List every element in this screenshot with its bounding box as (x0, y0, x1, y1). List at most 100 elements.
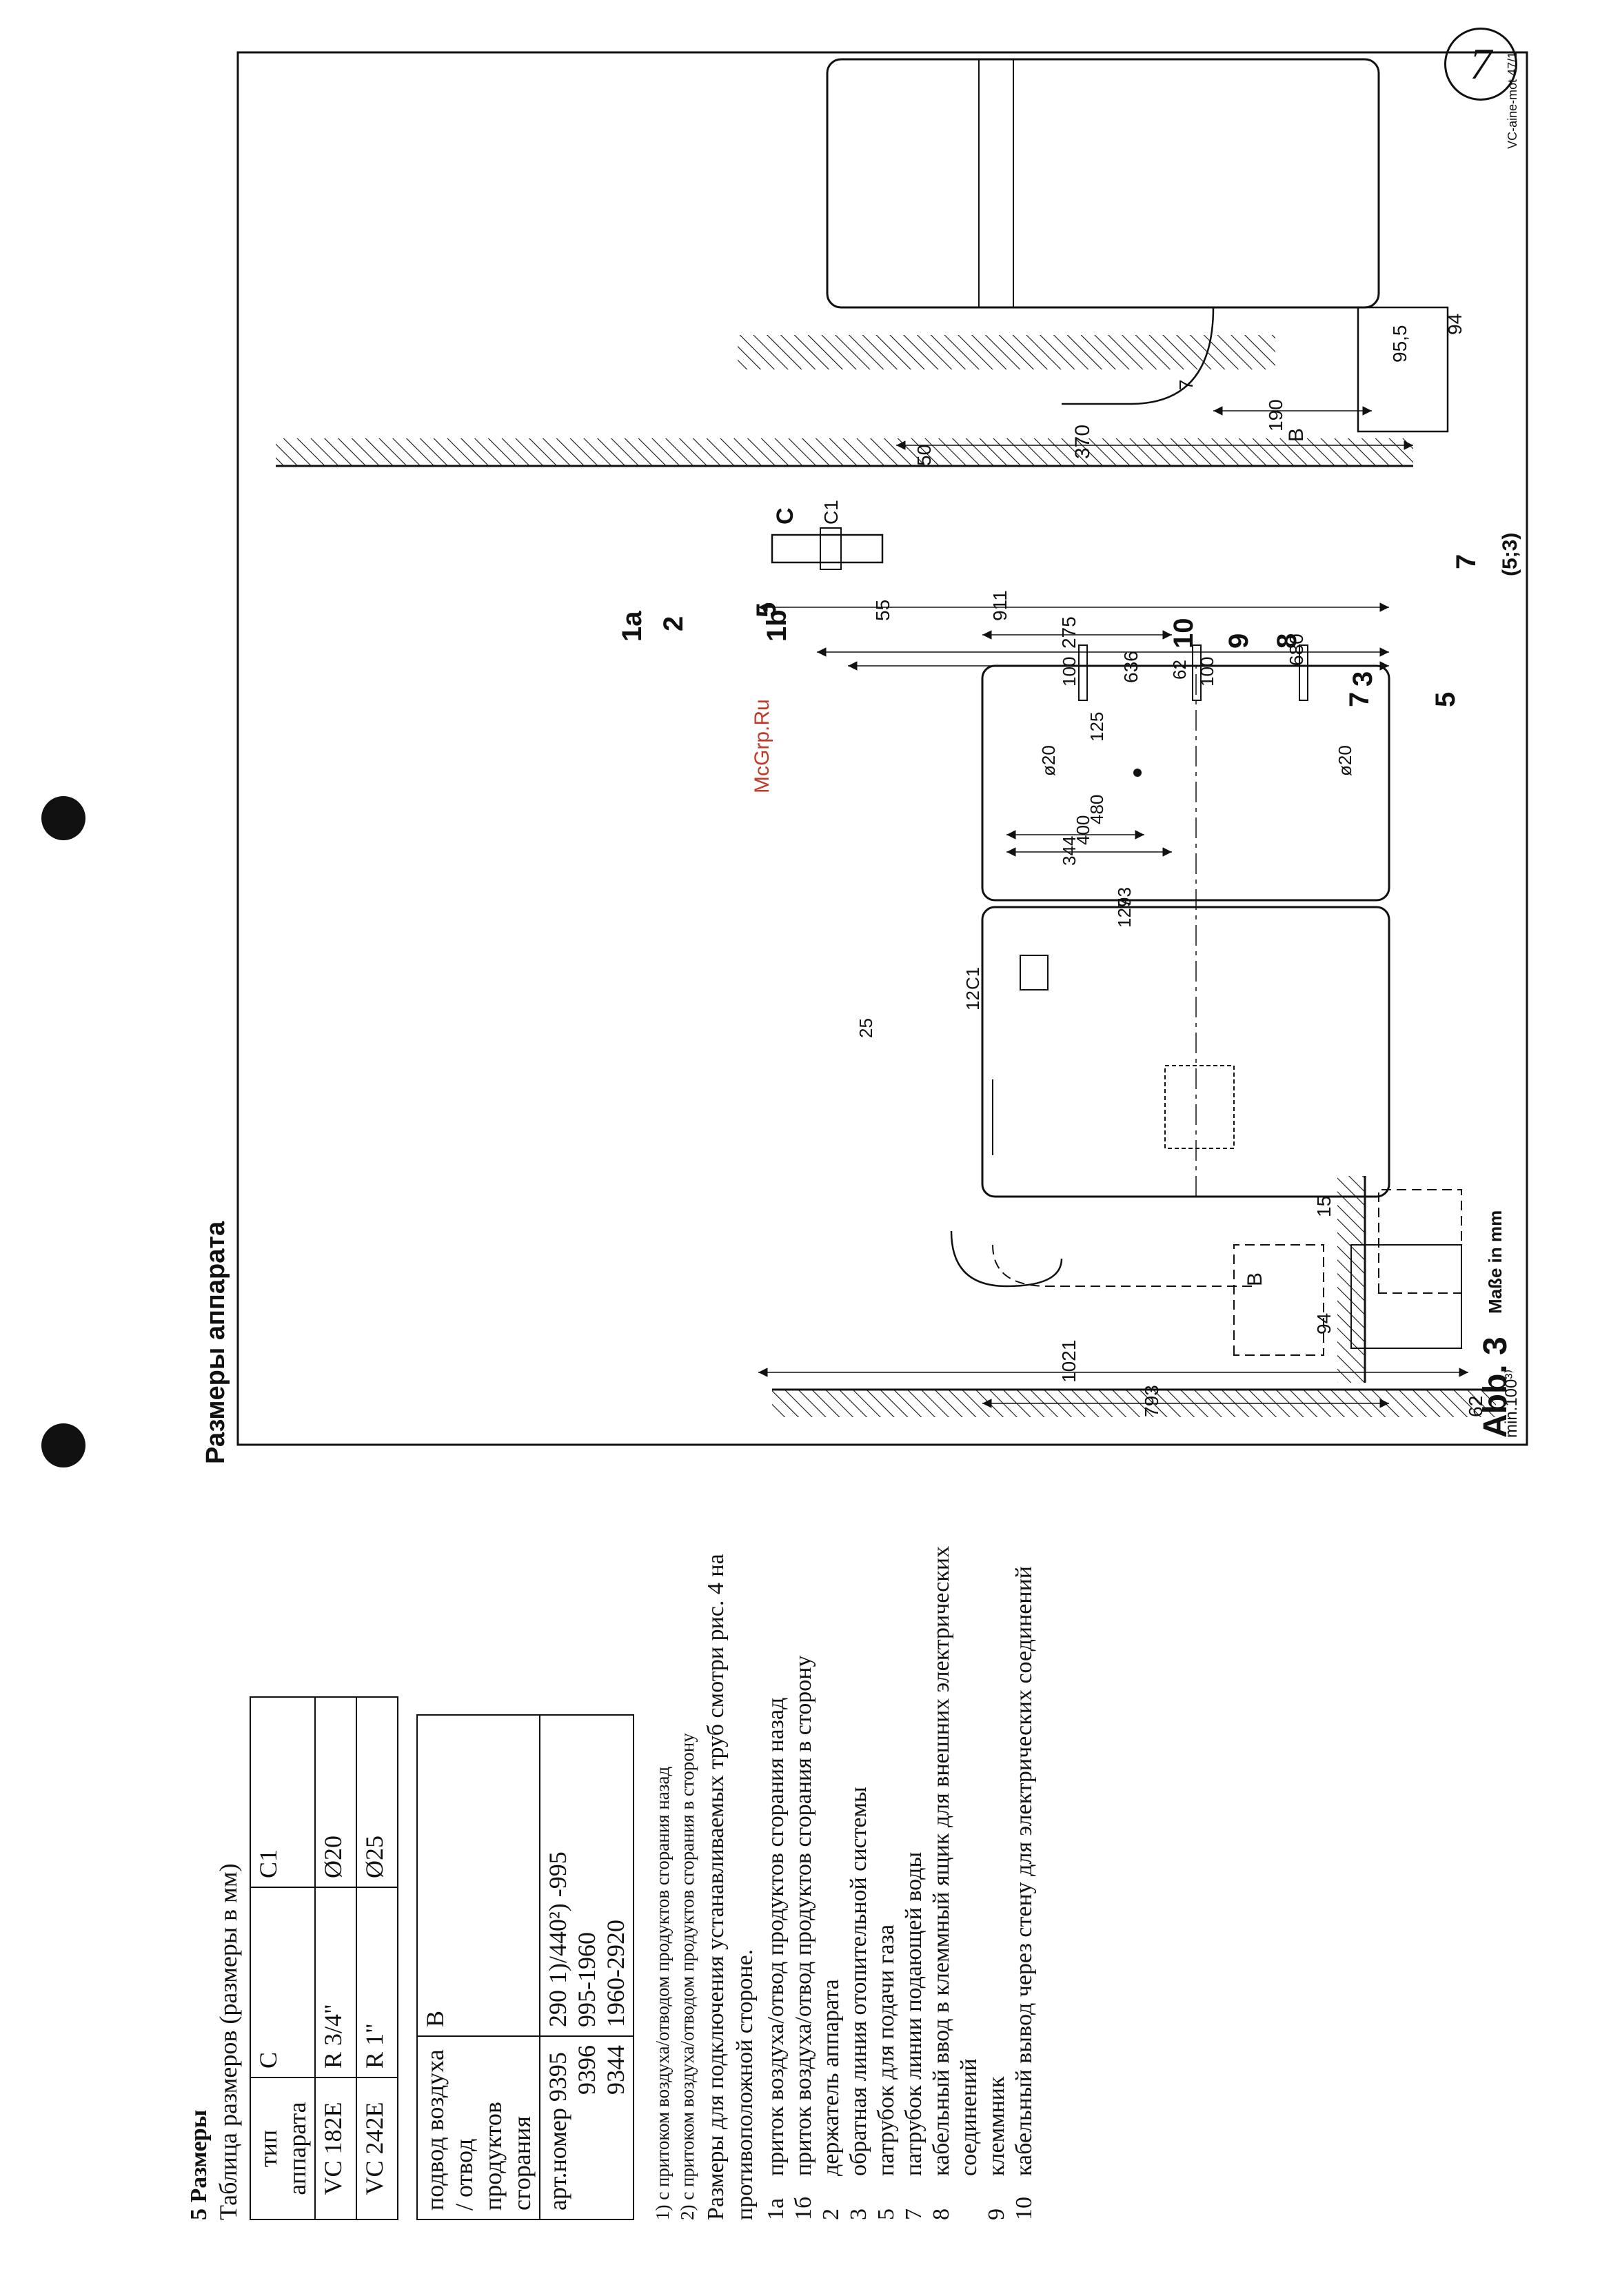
side-dim-190: 190 (1265, 399, 1286, 431)
dim-1021: 1021 (1058, 1340, 1080, 1383)
table-row: подвод воздуха / отвод продуктов сгорани… (417, 1715, 540, 2219)
table-cell: 290 1)/440²) -995 995-1960 1960-2920 (540, 1715, 634, 2036)
side-casing-band (978, 59, 1014, 308)
table-cell: Ø20 (315, 1697, 356, 1887)
dim-25: 25 (855, 1018, 876, 1038)
legend-number: 7 (901, 2208, 927, 2220)
pipe-connection (1192, 644, 1202, 701)
table-cell: R 3/4" (315, 1887, 356, 2077)
dim-12: 12 (962, 990, 983, 1010)
side-flue-elbow (1062, 307, 1215, 405)
table-cell: VC 182E (315, 2077, 356, 2219)
table-header-cell: тип аппарата (250, 2077, 315, 2219)
legend-number: 8 (929, 2208, 954, 2220)
dim-c1b: C1 (820, 500, 842, 525)
drawing-svg: Размеры аппарата Abb. 3 Maße in mm VC-ai… (201, 51, 1528, 1464)
dim-275: 275 (1058, 616, 1080, 649)
flue-side-dashed (1378, 1189, 1462, 1294)
legend-text: патрубок линии подающей воды (901, 1851, 927, 2176)
flue-pipe (1350, 1244, 1462, 1349)
dim-62: 62 (1465, 1396, 1486, 1417)
legend-text: держатель аппарата (818, 1979, 844, 2176)
dim-min100: min.100³⁾ (1502, 1370, 1521, 1438)
figure-heading: Размеры аппарата (201, 1221, 230, 1464)
footnote: 1) с притоком воздуха/отводом продуктов … (652, 1766, 673, 2220)
legend-text: приток воздуха/отвод продуктов сгорания … (791, 1655, 816, 2176)
side-flue-pipe (1357, 306, 1449, 433)
table-header-cell: B (417, 1715, 540, 2036)
table-row: тип аппарата C C1 (250, 1697, 315, 2219)
dim-93: 93 (1114, 887, 1135, 907)
footnote: 2) с притоком воздуха/отводом продуктов … (677, 1733, 698, 2220)
article-number: арт.номер 9395 (544, 2052, 571, 2211)
callout-3: 3 (1348, 671, 1378, 687)
side-mount-wall (738, 335, 1275, 369)
legend-item: 3 обратная линия отопительной системы (845, 1531, 873, 2220)
callout-1b: 1b (762, 609, 792, 642)
side-dim-7: 7 (1175, 379, 1197, 390)
dim-344: 344 (1059, 836, 1080, 866)
technical-drawing: Размеры аппарата Abb. 3 Maße in mm VC-ai… (0, 45, 1620, 1465)
side-casing (826, 58, 1380, 309)
punch-hole (41, 796, 85, 840)
paragraph: Размеры для подключения устанавливаемых … (703, 1554, 758, 2220)
gas-connection-detail (771, 534, 884, 564)
callout-7-front: 7 (1344, 692, 1375, 707)
dim-100b: 100 (1197, 657, 1217, 687)
table-header-cell: C (250, 1887, 315, 2077)
callout-5-3: (5;3) (1499, 533, 1521, 576)
legend-number: 3 (846, 2208, 871, 2220)
watermark: McGrp.Ru (751, 699, 773, 793)
legend-number: 5 (873, 2208, 899, 2220)
legend-item: 5 патрубок для подачи газа (873, 1531, 900, 2220)
legend-number: 10 (1011, 2197, 1037, 2220)
legend-text: обратная линия отопительной системы (846, 1787, 871, 2176)
callout-8: 8 (1272, 633, 1302, 649)
side-dim-95-5: 95,5 (1389, 325, 1410, 363)
b-range: 995-1960 (573, 1932, 600, 2027)
dim-636: 636 (1120, 651, 1142, 683)
dim-680: 680 (1286, 633, 1307, 666)
table-cell: R 1" (356, 1887, 398, 2077)
control-window (1020, 955, 1049, 990)
callout-9: 9 (1224, 633, 1254, 649)
table-row: VC 182E R 3/4" Ø20 (315, 1697, 356, 2219)
dim-480: 480 (1086, 795, 1107, 824)
appliance-upper-casing (981, 906, 1390, 1198)
dim-94: 94 (1313, 1313, 1335, 1334)
flue-elbow (950, 1230, 1063, 1288)
dim-400: 400 (1073, 815, 1093, 845)
flue-table: подвод воздуха / отвод продуктов сгорани… (416, 1714, 634, 2220)
dim-55: 55 (872, 600, 893, 621)
article-number: 9396 (573, 2045, 600, 2095)
b-range: 290 1)/440²) -995 (544, 1851, 571, 2027)
callout-10: 10 (1168, 618, 1199, 649)
dim-911: 911 (989, 590, 1011, 621)
punch-hole (41, 1423, 85, 1467)
callout-1a: 1a (617, 611, 647, 642)
b-range: 1960-2920 (602, 1920, 629, 2027)
flue-pipe-dashed (1233, 1244, 1324, 1356)
table-header-cell: подвод воздуха / отвод продуктов сгорани… (417, 2036, 540, 2219)
legend-number: 2 (818, 2208, 844, 2220)
figure-caption: Abb. 3 (1477, 1337, 1514, 1438)
legend-item: 8 кабельный ввод в клеммный ящик для внеш… (928, 1531, 983, 2220)
legend-text: кабельный вывод через стену для электрич… (1011, 1566, 1037, 2176)
legend-text: кабельный ввод в клеммный ящик для внешн… (929, 1545, 982, 2176)
table-caption: Таблица размеров (размеры в мм) (214, 1863, 242, 2220)
text-column: 5 Размеры Таблица размеров (размеры в мм… (186, 1531, 1038, 2220)
legend-item: 7 патрубок линии подающей воды (900, 1531, 928, 2220)
dim-793: 793 (1141, 1385, 1162, 1417)
dim-c1: C1 (962, 967, 983, 990)
appliance-lower-casing (981, 664, 1390, 902)
dim-15: 15 (1313, 1196, 1335, 1217)
legend-number: 1а (763, 2197, 789, 2220)
callout-7-side: 7 (1451, 554, 1481, 569)
page-number: 7 (1470, 39, 1492, 88)
side-dim-b: B (1285, 428, 1308, 442)
table-header-cell: C1 (250, 1697, 315, 1887)
callout-5-front: 5 (751, 602, 782, 618)
legend-text: патрубок для подачи газа (873, 1924, 899, 2176)
